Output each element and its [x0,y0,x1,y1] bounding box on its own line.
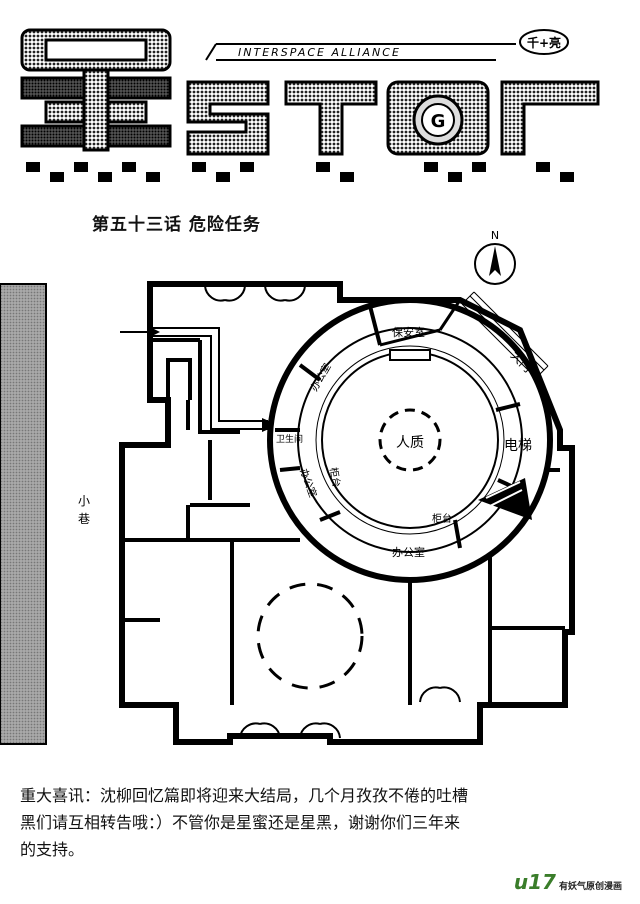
brand-label: u17 [513,870,556,894]
entrance-doors [204,285,461,739]
bank-rotunda [267,291,553,583]
logo-pixel-blocks [26,162,574,182]
room-label-elevator: 电梯 [504,438,532,454]
svg-text:G: G [431,111,446,132]
announcement-line-3: 的支持。 [20,840,85,859]
logo-author: 千+亮 [527,35,561,50]
logo-letter-a: G [386,80,490,156]
north-compass: N [474,229,516,285]
alley-label-bottom: 巷 [78,512,90,526]
room-label-security: 保安室 [392,325,425,339]
logo-subtitle: INTERSPACE ALLIANCE [238,46,401,59]
logo-xing-glyph [20,28,172,152]
room-label-toilet: 卫生间 [276,433,303,445]
brand-tagline: 有妖气原创漫画 [558,882,622,892]
interior-walls [122,338,565,705]
announcement-line-2: 黑们请互相转告哦：）不管你是星蜜还是星黑，谢谢你们三年来 [20,813,461,832]
lobby-dashed-circle [256,582,364,690]
room-label-hostage: 人质 [396,435,424,451]
alley-label-top: 小 [78,494,90,508]
announcement-text: 重大喜讯：沈柳回忆篇即将迎来大结局，几个月孜孜不倦的吐槽 黑们请互相转告哦：）不… [20,782,620,863]
comic-logo: G INTERSPACE ALLIANCE 千+亮 [20,28,600,182]
logo-letter-t [284,80,378,156]
announcement-line-1: 重大喜讯：沈柳回忆篇即将迎来大结局，几个月孜孜不倦的吐槽 [20,786,469,805]
room-label-office-bottom: 办公室 [392,545,425,559]
room-label-counter-left: 柜台 [327,466,343,488]
logo-letter-s [186,80,270,156]
building-walls [119,281,575,745]
logo-letter-r [500,80,600,156]
compass-label: N [491,229,499,242]
room-label-counter-right: 柜台 [432,512,452,525]
floor-plan-map: 小 巷 [0,281,575,745]
alley-strip [0,283,47,745]
chapter-title: 第五十三话 危险任务 [92,215,261,235]
